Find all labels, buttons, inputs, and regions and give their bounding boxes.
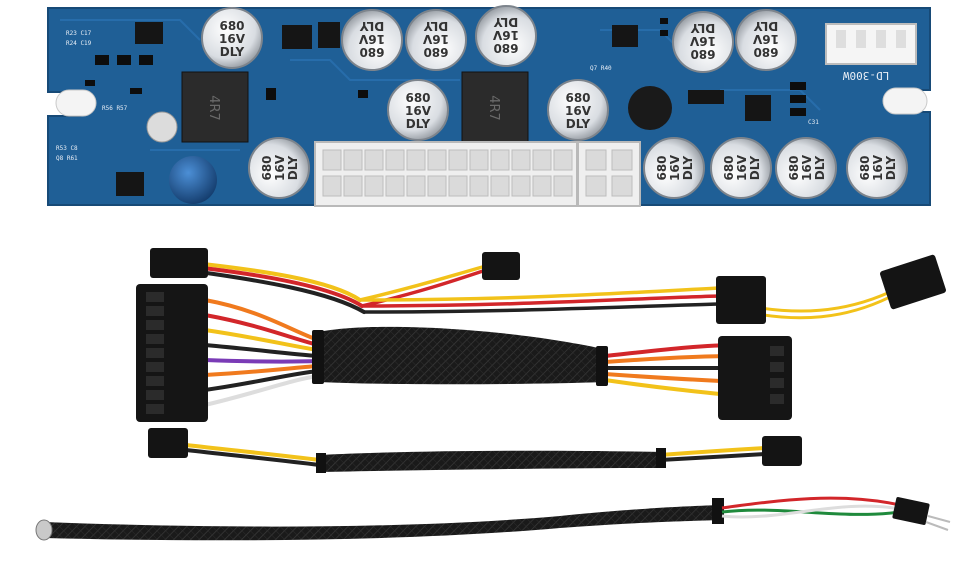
svg-text:DLY: DLY [681,155,695,180]
svg-text:680: 680 [753,45,778,59]
capacitor: 680 16V DLY [775,137,837,199]
svg-text:680: 680 [423,45,448,59]
svg-text:DLY: DLY [406,117,431,131]
capacitor: 680 16V DLY [341,9,403,71]
svg-text:DLY: DLY [286,155,300,180]
svg-text:DLY: DLY [884,155,898,180]
atx-24pin-plug-left [136,284,208,422]
svg-text:DLY: DLY [690,21,715,35]
inductor-left: 4R7 [181,71,249,143]
svg-text:16V: 16V [565,104,592,118]
capacitor: 680 16V DLY [547,79,609,141]
svg-text:R24 C19: R24 C19 [66,40,92,47]
svg-text:680: 680 [565,91,590,105]
svg-text:DLY: DLY [753,19,778,33]
svg-text:16V: 16V [752,32,779,46]
svg-text:16V: 16V [273,154,287,181]
switch-plug [892,497,930,525]
svg-text:680: 680 [359,45,384,59]
svg-text:680: 680 [722,155,736,180]
capacitor: 680 16V DLY [201,7,263,69]
braided-sleeve [318,326,608,385]
power-switch-cable [35,496,951,541]
pcb-board: R23 C17 R24 C19 R53 C8 Q8 R61 R56 R57 Q7… [47,5,931,207]
svg-text:DLY: DLY [493,15,518,29]
svg-text:680: 680 [690,47,715,61]
svg-text:680: 680 [493,41,518,55]
svg-text:Q7 R40: Q7 R40 [590,65,612,72]
smd-chips [116,22,771,196]
capacitor: 680 16V DLY [710,137,772,199]
svg-text:DLY: DLY [748,155,762,180]
svg-text:DLY: DLY [220,45,245,59]
capacitor: 680 16V DLY [405,9,467,71]
board-model-label: LD-300W [842,69,889,82]
pcie-6pin-plug [880,254,946,310]
cpu-plug-left [148,428,188,458]
atx-24pin-socket [314,141,578,207]
svg-text:16V: 16V [358,32,385,46]
svg-text:DLY: DLY [359,19,384,33]
svg-text:16V: 16V [422,32,449,46]
cpu-4pin-plug [482,252,520,280]
svg-text:DLY: DLY [423,19,448,33]
capacitor: 680 16V DLY [846,137,908,199]
svg-text:4R7: 4R7 [206,95,221,121]
svg-text:R53 C8: R53 C8 [56,145,78,152]
svg-text:16V: 16V [689,34,716,48]
svg-text:16V: 16V [668,154,682,181]
svg-text:R23 C17: R23 C17 [66,30,92,37]
capacitor: 680 16V DLY [387,79,449,141]
cpu-4pin-socket [577,141,641,207]
main-cable-harness [183,260,894,407]
svg-text:680: 680 [219,19,244,33]
capacitor: 680 16V DLY [475,5,537,67]
svg-text:4R7: 4R7 [486,95,501,121]
fan-header [825,23,917,65]
svg-text:16V: 16V [735,154,749,181]
molex-connector [150,248,208,278]
svg-text:C31: C31 [808,119,819,126]
atx-24pin-plug-right [718,336,792,420]
cpu-extension-cable [148,428,802,473]
svg-text:680: 680 [655,155,669,180]
svg-text:DLY: DLY [566,117,591,131]
svg-text:16V: 16V [219,32,246,46]
svg-text:R56 R57: R56 R57 [102,105,128,112]
svg-text:16V: 16V [800,154,814,181]
cpu-plug-right [762,436,802,466]
molex-connector-right [716,276,766,324]
svg-text:16V: 16V [492,28,519,42]
svg-text:680: 680 [405,91,430,105]
inductor-middle: 4R7 [461,71,529,143]
capacitor: 680 16V DLY [643,137,705,199]
svg-text:Q8 R61: Q8 R61 [56,155,78,162]
svg-text:16V: 16V [405,104,432,118]
svg-text:680: 680 [858,155,872,180]
svg-text:680: 680 [787,155,801,180]
capacitor: 680 16V DLY [672,11,734,73]
capacitor: 680 16V DLY [735,9,797,71]
blue-capacitor [169,156,217,204]
svg-text:680: 680 [260,155,274,180]
black-capacitor [628,86,672,130]
svg-text:DLY: DLY [813,155,827,180]
svg-text:16V: 16V [871,154,885,181]
capacitor: 680 16V DLY [248,137,310,199]
